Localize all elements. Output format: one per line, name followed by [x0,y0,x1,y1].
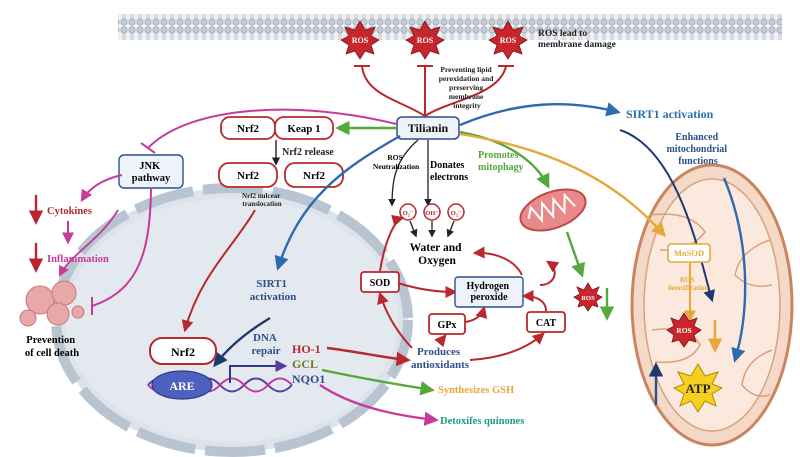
hydroxyl-radical: OH⁻ [423,203,441,221]
jnk-pathway-box [118,154,184,189]
tilianin-jnk-inhibition [147,108,397,149]
jnk-pathway-label: JNK pathway [132,161,171,184]
sirt1-nucleus-label: SIRT1 activation [250,278,296,303]
nrf2-bound-label: Nrf2 [237,123,259,135]
ros-star-3-label: ROS [500,36,517,45]
superoxide-radical-2: O₂⁻ [447,203,465,221]
dna-repair-label: DNA repair [251,332,280,357]
sirt1-activation-label: SIRT1 activation [626,107,714,121]
nqo1-label: NQO1 [292,372,325,386]
hydrogen-peroxide-label: Hydrogen peroxide [466,281,511,303]
mitophagy-mitochondrion-icon [519,188,587,232]
ros-star-1: ROS [340,20,380,60]
svg-text:O₂⁻: O₂⁻ [403,210,413,217]
mnsod-activation-arrow [459,132,666,238]
ros-star-mito: ROS [666,312,702,348]
mitochondrion [630,163,794,447]
svg-text:ROS: ROS [581,295,595,302]
synthesizes-gsh-label: Synthesizes GSH [438,385,514,396]
mnsod-box [667,243,711,263]
detoxifies-quinones-label: Detoxifes quinones [440,416,524,427]
sod-label: SOD [370,278,391,289]
prevention-cell-death-label: Prevention of cell death [25,335,79,359]
keap1-box [274,116,334,140]
mnsod-label: MnSOD [674,248,704,258]
lipid-peroxidation-label: Preventing lipid peroxidation and preser… [439,65,496,110]
cell-membrane [118,14,782,40]
jnk-cell-death-inhibition [91,188,152,307]
cat-label: CAT [536,318,557,329]
tilianin-box [396,116,460,140]
nrf2-box-free-2 [284,162,344,188]
produces-antioxidants-label: Produces antioxidants [411,346,470,371]
damaged-cells-icon [19,280,85,327]
sirt1-activation-arrow [459,102,621,127]
keap1-label: Keap 1 [287,123,320,135]
are-label: ARE [169,379,194,393]
ho1-label: HO-1 [292,342,321,356]
atp-label: ATP [685,381,710,396]
sirt1-nucleus-arrow [274,134,401,271]
water-oxygen-label: Water and Oxygen [410,242,465,267]
atp-star: ATP [672,363,724,413]
promotes-mitophagy-label: Promotes mitophagy [478,150,524,173]
svg-text:ROS: ROS [676,326,691,335]
ros-detox-label: ROS detoxification [668,276,709,292]
gpx-label: GPx [438,320,457,331]
ros-star-2: ROS [405,20,445,60]
ros-neutralization-label: ROS Neutralization [373,153,420,171]
ros-star-3: ROS [488,20,528,60]
donates-electrons-label: Donates electrons [430,160,468,183]
ros-membrane-label: ROS lead to membrane damage [538,29,616,50]
ros-star-1-label: ROS [352,36,369,45]
tilianin-label: Tilianin [408,121,449,135]
nrf2-translocation-arrow [181,209,256,333]
superoxide-radical-1: O₂⁻ [399,203,417,221]
nrf2-release-label: Nrf2 release [282,147,334,158]
nrf2-nucleus-label: Nrf2 [171,345,195,359]
ros-star-mitophagy: ROS [573,282,603,312]
nrf2-free-2-label: Nrf2 [303,170,325,182]
cytokines-label: Cytokines [47,206,92,217]
ros-star-2-label: ROS [417,36,434,45]
nrf2-nucleus-box [149,337,217,365]
svg-text:OH⁻: OH⁻ [425,210,439,217]
gcl-label: GCL [292,357,318,371]
ros-inhibition-lines [354,65,514,117]
promotes-mitophagy-arrow [459,130,550,189]
cat-box [526,311,566,333]
svg-text:O₂⁻: O₂⁻ [451,210,461,217]
gpx-box [428,313,466,335]
nrf2-box-free-1 [218,162,278,188]
inflammation-label: Inflammation [47,254,109,265]
are-element [151,370,213,400]
nrf2-free-1-label: Nrf2 [237,170,259,182]
enhanced-mito-label: Enhanced mitochondrial functions [666,132,729,167]
nrf2-translocation-label: Nrf2 nulcear translocation [242,192,282,208]
